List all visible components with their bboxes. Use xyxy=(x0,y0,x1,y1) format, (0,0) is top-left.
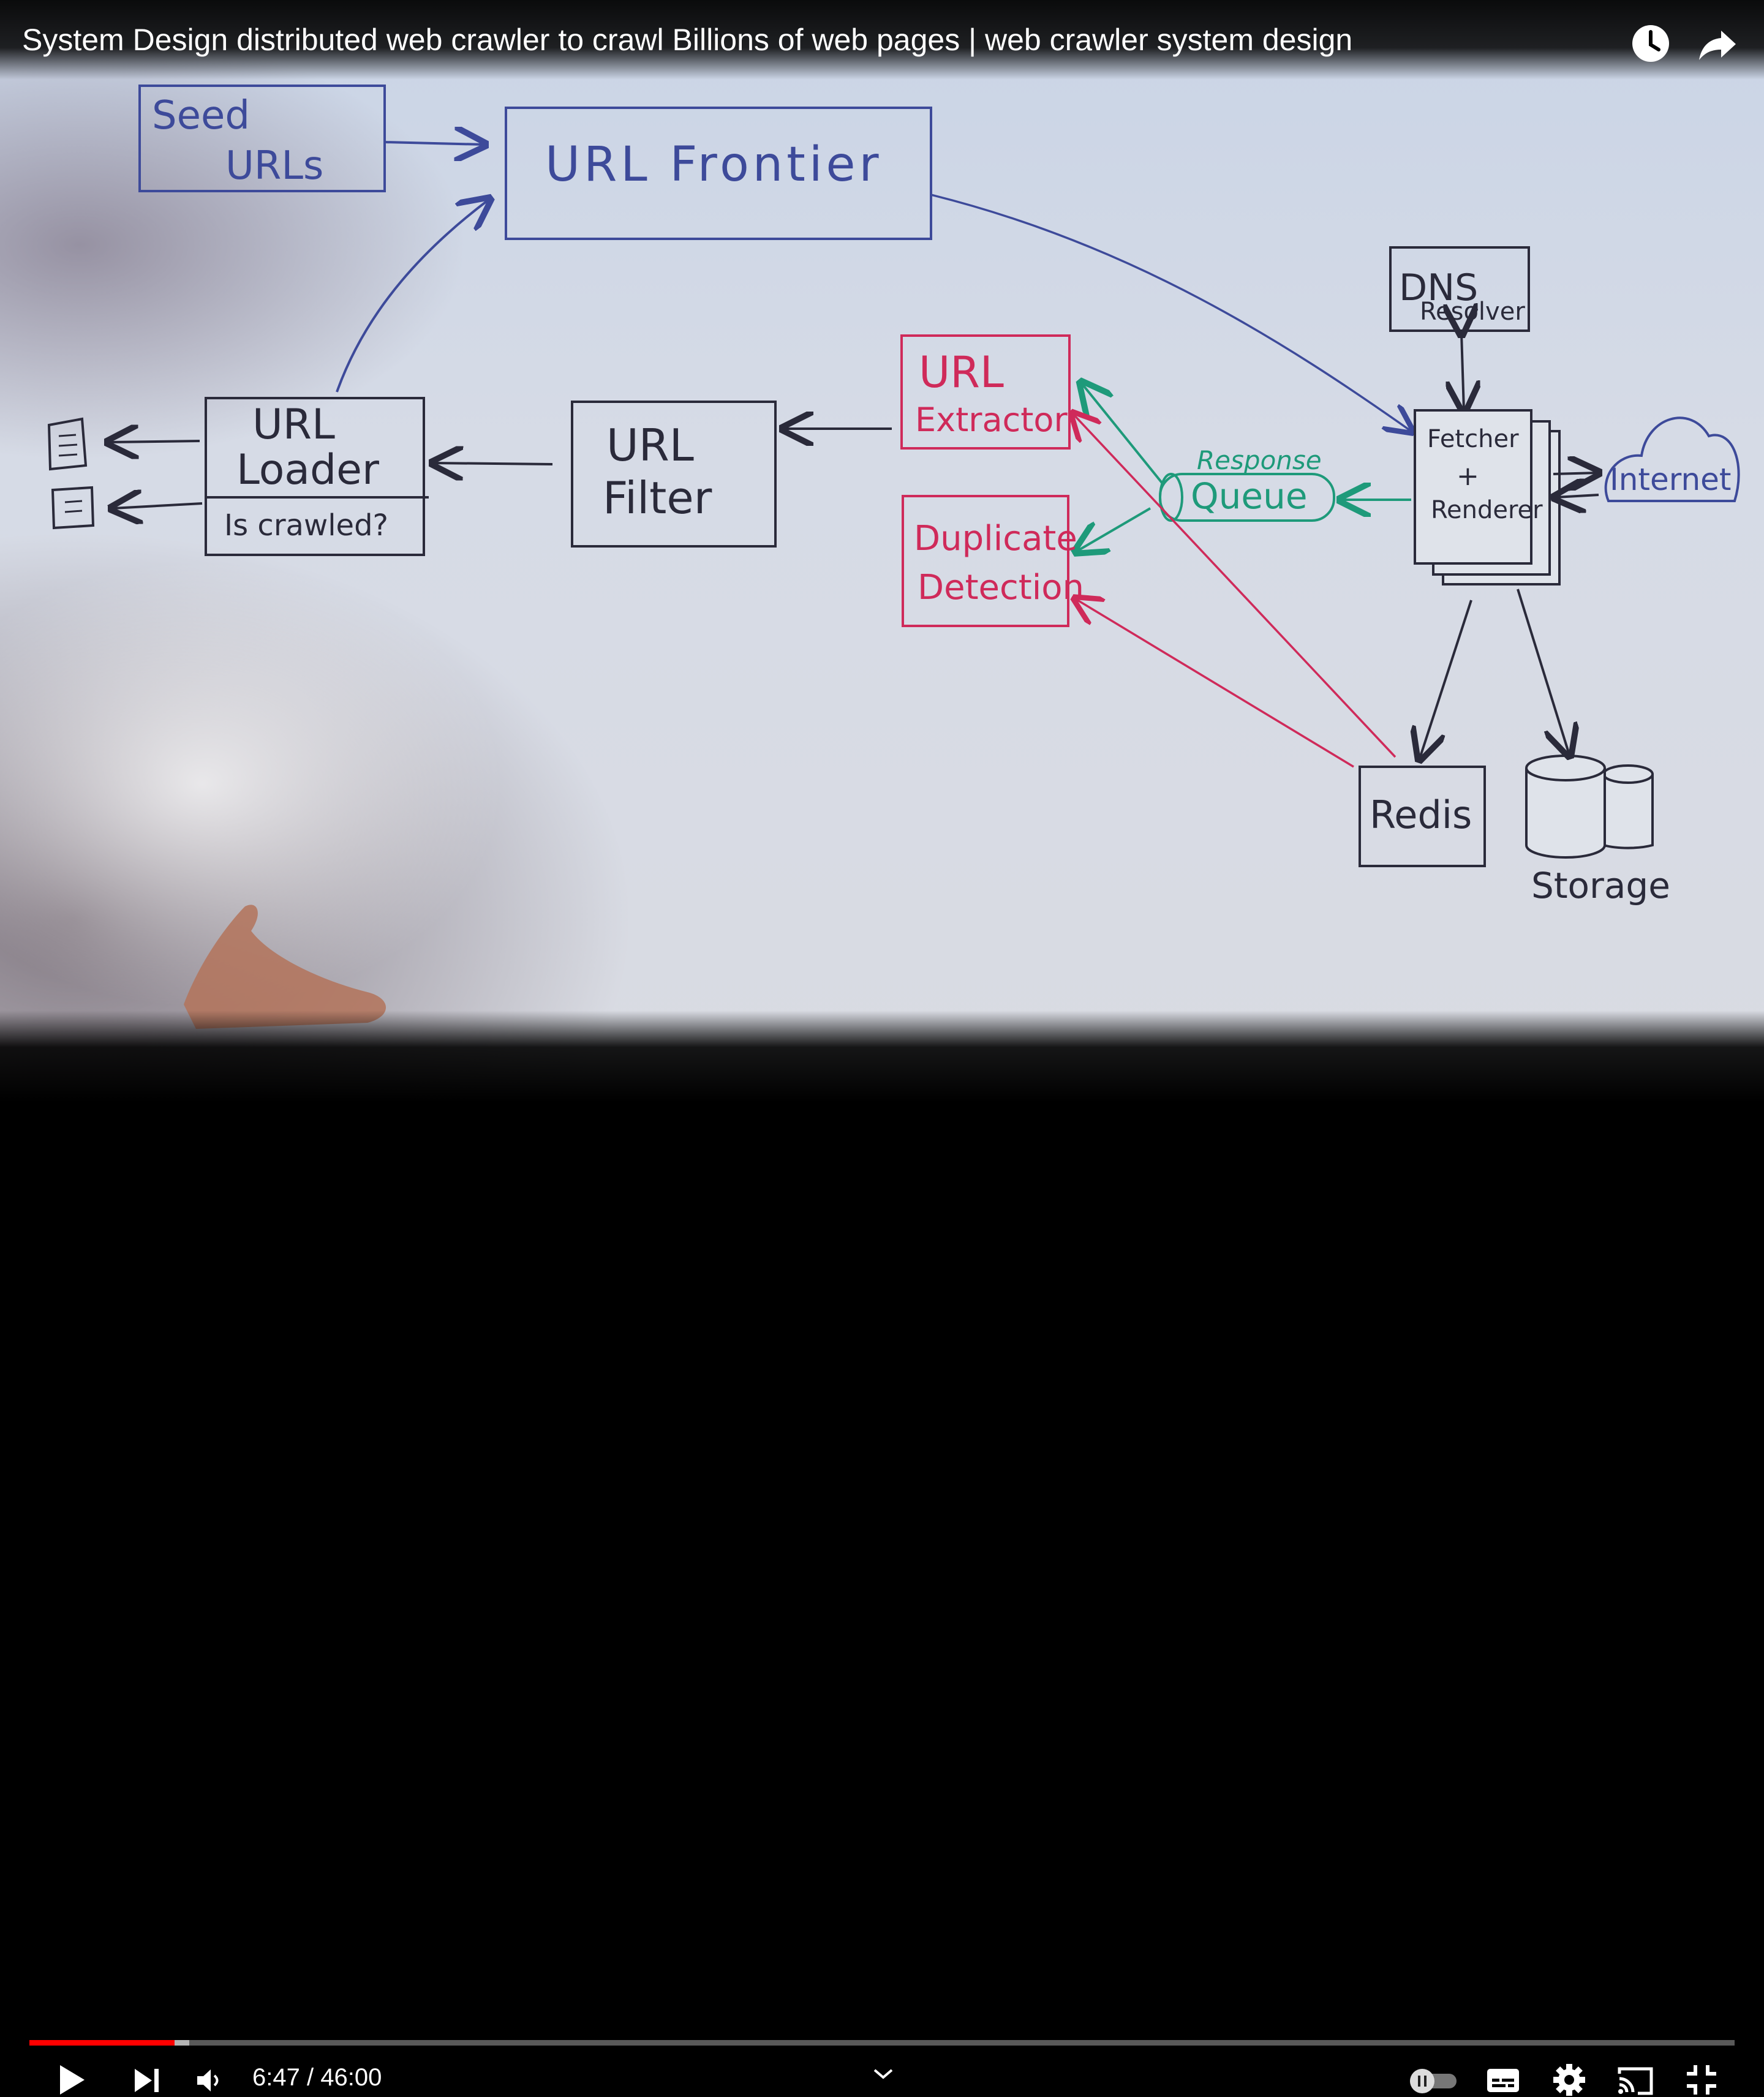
player-controls: 6:47 / 46:00 xyxy=(0,1011,1764,2096)
chevron-down-icon[interactable] xyxy=(871,2066,895,2081)
next-icon[interactable] xyxy=(131,2065,162,2096)
share-icon[interactable] xyxy=(1697,22,1740,65)
arrow-fetcher-to-redis xyxy=(1420,600,1472,758)
url-filter-line2: Filter xyxy=(603,472,712,524)
subtitles-icon[interactable] xyxy=(1486,2066,1520,2095)
whiteboard-diagram: Seed URLs URL Frontier DNS Resolver Fetc… xyxy=(47,85,1740,1029)
arrow-fetcher-to-storage xyxy=(1517,589,1569,755)
current-time: 6:47 xyxy=(252,2064,300,2091)
arrow-frontier-to-fetcher xyxy=(930,194,1411,431)
total-time: 46:00 xyxy=(320,2064,382,2091)
arrow-redis-to-extractor xyxy=(1073,414,1396,758)
url-extractor-box: URL Extractor xyxy=(900,334,1071,450)
internet-cloud: Internet xyxy=(1604,416,1740,502)
arrow-internet-to-fetcher xyxy=(1556,495,1599,497)
duplicate-detection-box: Duplicate Detection xyxy=(902,495,1084,627)
title-bar: System Design distributed web crawler to… xyxy=(0,0,1764,80)
seed-urls-box: Seed URLs xyxy=(138,85,386,192)
is-crawled-label: Is crawled? xyxy=(224,508,388,543)
renderer-label: Renderer xyxy=(1431,496,1543,524)
url-extractor-line1: URL xyxy=(919,347,1004,397)
detection-label: Detection xyxy=(918,568,1084,608)
time-separator: / xyxy=(306,2064,314,2091)
url-loader-line1: URL xyxy=(252,401,335,449)
url-filter-box: URL Filter xyxy=(571,401,777,548)
clock-icon[interactable] xyxy=(1629,22,1672,65)
arrow-seed-to-frontier xyxy=(384,142,484,145)
arrow-loader-to-doc1 xyxy=(109,441,200,442)
url-extractor-line2: Extractor xyxy=(915,401,1068,439)
video-title[interactable]: System Design distributed web crawler to… xyxy=(22,23,1353,57)
queue-label: Queue xyxy=(1191,475,1308,517)
fetcher-renderer-box: Fetcher + Renderer xyxy=(1414,409,1561,585)
exit-fullscreen-icon[interactable] xyxy=(1686,2064,1717,2096)
redis-box: Redis xyxy=(1359,766,1486,867)
seed-urls-line1: Seed xyxy=(152,93,250,138)
storage-label: Storage xyxy=(1531,865,1670,906)
cast-icon[interactable] xyxy=(1617,2065,1654,2096)
response-queue: Response Queue xyxy=(1159,445,1335,522)
arrow-fetcher-to-internet xyxy=(1553,473,1597,474)
storage-cylinders: Storage xyxy=(1525,755,1670,906)
url-frontier-box: URL Frontier xyxy=(505,107,932,240)
presenter-hand xyxy=(184,905,386,1029)
arrow-queue-to-dedup xyxy=(1077,507,1152,551)
arrow-loader-to-frontier xyxy=(336,200,489,393)
redis-label: Redis xyxy=(1370,792,1472,837)
arrow-queue-to-extractor xyxy=(1082,383,1165,486)
volume-icon[interactable] xyxy=(195,2066,223,2095)
arrow-filter-to-loader xyxy=(434,463,553,464)
dns-resolver-box: DNS Resolver xyxy=(1389,246,1530,332)
arrow-redis-to-dedup xyxy=(1076,599,1354,768)
url-loader-box: URL Loader Is crawled? xyxy=(205,397,429,556)
url-frontier-label: URL Frontier xyxy=(545,137,883,192)
url-loader-line2: Loader xyxy=(236,446,379,494)
gear-icon[interactable] xyxy=(1553,2064,1585,2096)
time-display: 6:47 / 46:00 xyxy=(252,2064,382,2091)
response-label: Response xyxy=(1197,445,1322,475)
seed-urls-line2: URLs xyxy=(225,143,323,189)
fetcher-label: Fetcher xyxy=(1427,425,1519,453)
autoplay-toggle-icon[interactable] xyxy=(1408,2068,1459,2095)
internet-label: Internet xyxy=(1610,462,1732,497)
duplicate-label: Duplicate xyxy=(914,519,1077,559)
play-icon[interactable] xyxy=(54,2063,88,2097)
dns-label: DNS xyxy=(1399,266,1478,309)
resolver-label: Resolver xyxy=(1420,298,1525,326)
arrow-loader-to-doc2 xyxy=(113,503,203,508)
progress-bar[interactable] xyxy=(29,2040,1735,2046)
arrow-dns-fetcher xyxy=(1461,333,1464,410)
url-filter-line1: URL xyxy=(606,420,694,471)
document-icon xyxy=(51,486,95,530)
progress-played xyxy=(29,2040,175,2046)
document-icon xyxy=(47,417,88,471)
plus-label: + xyxy=(1457,461,1479,492)
